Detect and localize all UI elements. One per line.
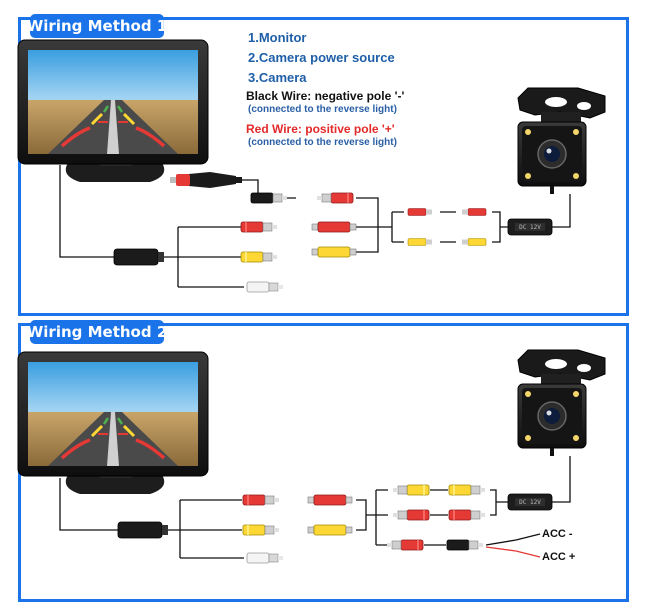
panel-2-wires xyxy=(59,456,571,559)
legend-item-camera: 3.Camera xyxy=(248,70,307,85)
monitor-icon xyxy=(16,350,210,496)
panel-2-title-badge xyxy=(30,320,164,344)
red-connector-icon xyxy=(392,509,430,521)
legend: 1.Monitor 2.Camera power source 3.Camera… xyxy=(246,30,404,148)
red-power-connector-icon xyxy=(386,539,424,551)
cigarette-plug-icon xyxy=(170,172,242,188)
yellow-mini-plug-icon xyxy=(407,238,433,246)
acc-plus-wire xyxy=(485,546,541,558)
legend-black-wire: Black Wire: negative pole '-' xyxy=(246,89,404,103)
red-coupler-icon xyxy=(311,221,357,233)
legend-red-note: (connected to the reverse light) xyxy=(248,137,397,148)
black-power-connector-icon xyxy=(250,192,288,204)
yellow-connector-icon xyxy=(392,484,430,496)
yellow-mini-socket-icon xyxy=(461,238,487,246)
power-box-icon xyxy=(507,218,553,236)
red-mini-socket-icon xyxy=(461,208,487,216)
panel-1-title: Wiring Method 1 xyxy=(27,17,168,35)
panel-1-title-badge xyxy=(30,14,164,38)
white-connector-icon xyxy=(246,552,284,564)
monitor-icon xyxy=(16,38,210,184)
acc-minus-label: ACC - xyxy=(542,528,573,540)
legend-item-monitor: 1.Monitor xyxy=(248,30,307,45)
red-coupler-icon xyxy=(307,494,353,506)
red-mini-plug-icon xyxy=(407,208,433,216)
black-power-connector-icon xyxy=(446,539,484,551)
yellow-connector-icon xyxy=(240,251,278,263)
legend-item-power-source: 2.Camera power source xyxy=(248,50,395,65)
panel-1-wires xyxy=(59,165,571,288)
yellow-coupler-icon xyxy=(307,524,353,536)
red-extension-connector-icon xyxy=(448,509,486,521)
yellow-connector-icon xyxy=(242,524,280,536)
panel-2-title: Wiring Method 2 xyxy=(27,323,168,341)
white-connector-icon xyxy=(246,281,284,293)
acc-plus-label: ACC + xyxy=(542,551,575,563)
panel-wiring-method-1: Wiring Method 1 1.Monitor 2.Camera power… xyxy=(16,14,629,316)
acc-minus-wire xyxy=(485,533,541,546)
yellow-coupler-icon xyxy=(311,246,357,258)
legend-red-wire: Red Wire: positive pole '+' xyxy=(246,122,395,136)
monitor-connector-block xyxy=(113,248,164,266)
yellow-extension-connector-icon xyxy=(448,484,486,496)
power-box-icon xyxy=(507,493,553,511)
panel-wiring-method-2: Wiring Method 2 ACC - xyxy=(16,320,629,602)
legend-black-note: (connected to the reverse light) xyxy=(248,104,397,115)
red-extension-connector-icon xyxy=(316,192,354,204)
red-connector-icon xyxy=(240,221,278,233)
monitor-connector-block xyxy=(117,521,168,539)
red-connector-icon xyxy=(242,494,280,506)
